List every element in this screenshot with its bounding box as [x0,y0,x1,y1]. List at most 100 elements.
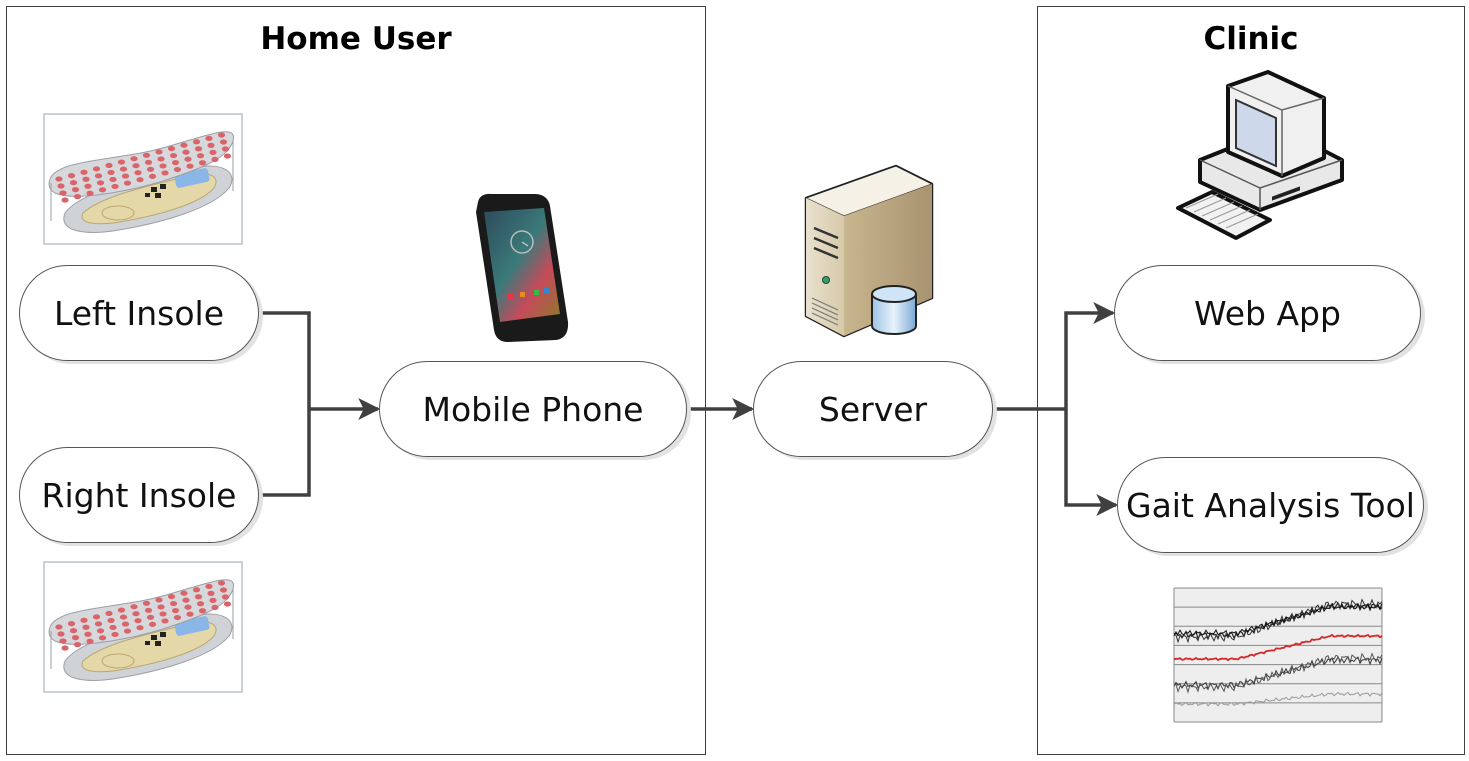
mobile-phone-node: Mobile Phone [379,361,687,457]
sensor-dot [159,611,167,617]
sensor-dot [196,601,205,607]
sensor-dot [217,132,226,138]
sensor-dot [57,631,65,637]
insole-sensor-icon [43,561,243,693]
sensor-dot [184,604,192,610]
sensor-dot [194,146,203,152]
sensor-dot [96,180,105,186]
sensor-dot [192,587,201,593]
sensor-dot [123,628,132,634]
sensor-dot [96,628,105,634]
sensor-dot [111,183,119,190]
sensor-dot [69,180,78,186]
sensor-dot [73,194,82,200]
sensor-dot [136,177,144,183]
sensor-dot [169,152,178,159]
chart-trace [1173,652,1383,694]
sensor-dot [207,590,215,596]
sensor-dot [144,159,153,165]
sensor-dot [198,608,207,614]
sensor-dot [98,187,107,193]
sensor-dot [167,593,176,600]
sensor-dot [219,139,228,145]
sensor-dot [59,638,67,644]
sensor-dot [223,601,232,607]
sensor-dot [155,149,163,155]
sensor-dot [223,153,232,159]
sensor-dot [134,618,142,624]
sensor-dot [184,156,192,162]
edge-to-webapp [1064,302,1116,409]
sensor-dot [59,190,67,196]
sensor-dot [82,624,90,630]
sensor-dot [80,617,88,623]
sensor-dot [155,597,163,603]
sensor-dot [94,173,103,179]
sensor-dot [71,635,80,641]
smartphone-icon [476,193,569,342]
edge-to-gait [1064,409,1119,516]
sensor-dot [61,645,69,651]
gait-analysis-tool-node: Gait Analysis Tool [1117,457,1424,553]
sensor-dot [157,604,165,610]
sensor-dot [80,169,88,175]
sensor-dot [73,642,82,648]
sensor-dot [117,607,126,613]
edge-right-insole [259,409,311,497]
right-insole-node: Right Insole [19,447,259,543]
sensor-dot [192,139,201,145]
sensor-dot [171,159,180,166]
sensor-dot [105,610,113,617]
sensor-dot [130,156,138,162]
sensor-dot [142,600,151,606]
sensor-dot [105,162,113,169]
sensor-dot [130,604,138,610]
sensor-dot [55,624,63,630]
sensor-dot [86,190,94,196]
sensor-dot [142,152,151,158]
sensor-dot [98,635,107,641]
web-app-node: Web App [1114,265,1421,361]
sensor-dot [217,580,226,586]
sensor-dot [134,170,142,176]
sensor-dot [209,149,217,155]
sensor-dot [94,621,103,627]
clinic-title: Clinic [1203,21,1299,57]
sensor-dot [109,176,117,183]
sensor-dot [173,614,182,621]
sensor-dot [61,197,69,203]
sensor-dot [109,624,117,631]
sensor-dot [146,166,155,172]
insole-sensor-icon [43,113,243,245]
sensor-dot [67,621,76,627]
sensor-dot [157,156,165,162]
sensor-dot [221,146,230,152]
sensor-dot [207,142,215,148]
sensor-dot [186,163,194,169]
sensor-dot [67,173,76,179]
sensor-dot [144,607,153,613]
sensor-dot [196,153,205,159]
sensor-dot [107,169,115,176]
sensor-dot [84,183,92,189]
sensor-dot [55,176,63,182]
home-user-title: Home User [260,21,452,57]
edge-left-insole [259,311,311,409]
sensor-dot [121,621,130,627]
chart-trace-grey [1173,691,1383,707]
sensor-dot [123,180,132,186]
sensor-dot [219,587,228,593]
sensor-dot [132,163,140,169]
sensor-dot [92,166,101,172]
sensor-dot [121,173,130,179]
desktop-computer-icon [1176,70,1344,240]
sensor-dot [221,594,230,600]
sensor-dot [161,170,169,176]
sensor-dot [171,607,180,614]
sensor-dot [84,631,92,637]
sensor-dot [71,187,80,193]
sensor-dot [111,631,119,638]
sensor-dot [182,597,190,603]
sensor-dot [148,173,157,179]
